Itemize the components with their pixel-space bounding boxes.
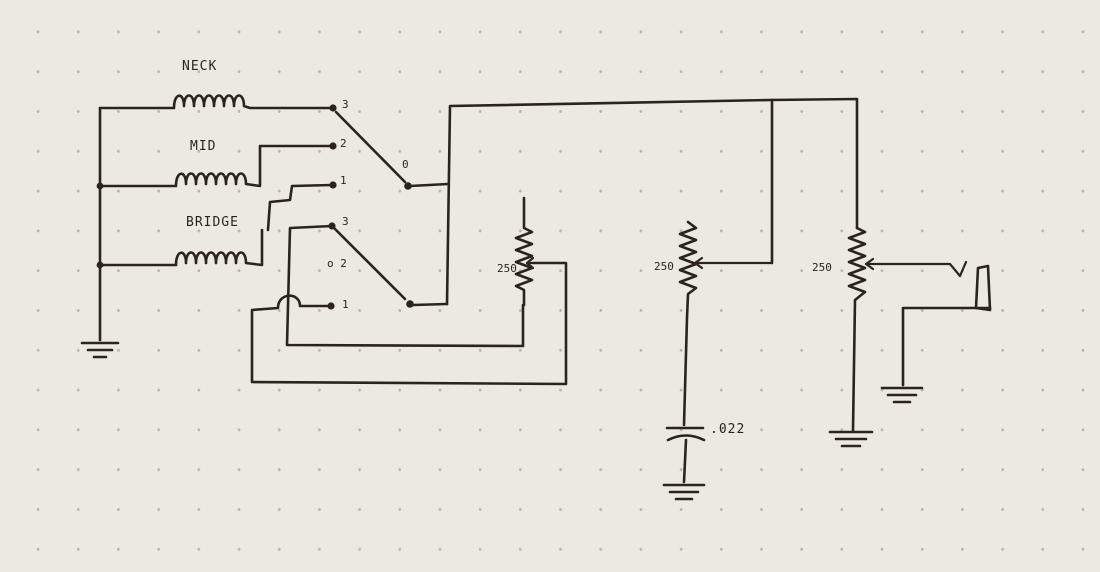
ground-symbol-jack [880, 386, 924, 404]
ground-symbol-left [80, 341, 120, 359]
tone-pot-value: 250 [654, 260, 674, 273]
mid-pickup-coil [98, 144, 334, 188]
output-jack [901, 264, 992, 387]
switch-lower-pole [327, 222, 449, 310]
trim-pot [514, 196, 536, 307]
ground-symbol-capacitor [662, 483, 706, 501]
trim-pot-value: 250 [497, 262, 517, 275]
lower-terminal-3-label: 3 [342, 215, 349, 228]
bridge-pickup-label: BRIDGE [186, 215, 239, 230]
lower-pole-wire [285, 224, 525, 348]
switch-common-label: 0 [402, 158, 409, 171]
lower-pole-jumper-wire [250, 261, 568, 386]
bridge-to-switch-wire [266, 183, 334, 232]
tone-pot [678, 98, 774, 427]
lower-terminal-2-label: o 2 [327, 257, 347, 270]
bridge-pickup-coil [98, 228, 264, 267]
ground-symbol-volume [828, 430, 874, 448]
volume-pot-value: 250 [812, 261, 832, 274]
output-bus-wire [445, 97, 859, 306]
lower-terminal-1-label: 1 [342, 298, 349, 311]
neck-pickup-label: NECK [182, 59, 218, 74]
switch-terminal-3-label: 3 [342, 98, 349, 111]
switch-terminal-1-label: 1 [340, 174, 347, 187]
capacitor-symbol [665, 426, 706, 484]
capacitor-value: .022 [710, 422, 746, 437]
switch-upper-pole [329, 104, 450, 190]
neck-pickup-coil [98, 94, 334, 110]
switch-terminal-2-label: 2 [340, 137, 347, 150]
volume-pot [847, 226, 968, 432]
mid-pickup-label: MID [190, 139, 217, 154]
